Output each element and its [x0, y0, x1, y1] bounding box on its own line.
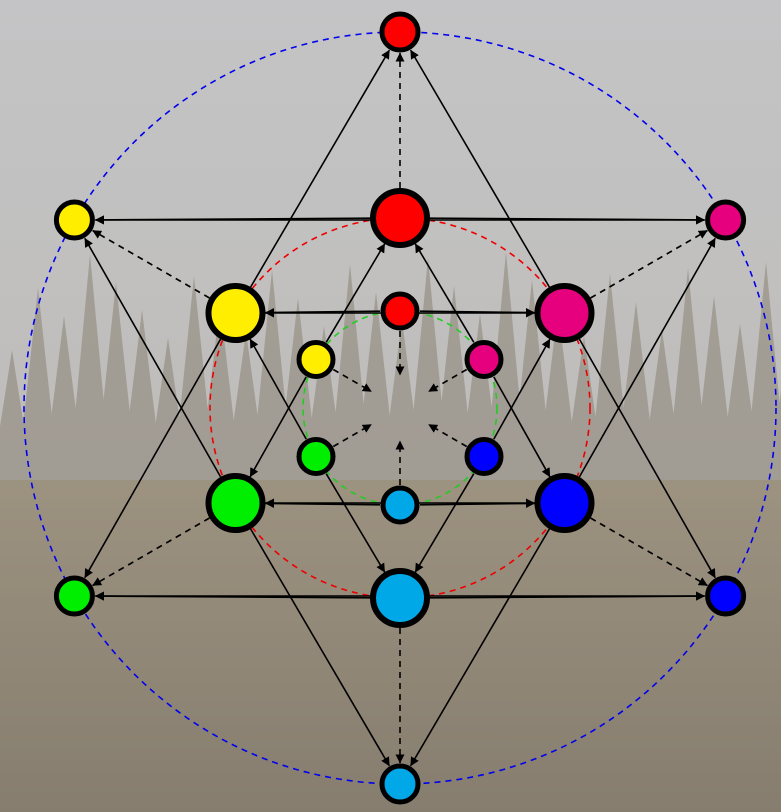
edge-mid-upper-right-to-out-lower-right	[579, 339, 715, 578]
middle-guide-ring	[210, 218, 590, 598]
edge-mid-upper-left-to-out-upper-left	[93, 231, 210, 299]
node-out-upper-right	[708, 202, 744, 238]
node-in-top	[383, 294, 417, 328]
node-out-top	[382, 14, 418, 50]
edge-mid-lower-right-to-out-upper-right	[579, 238, 715, 477]
node-mid-upper-right	[538, 286, 592, 340]
edge-in-upper-right-to-mid-top	[415, 244, 474, 342]
outer-guide-ring	[24, 32, 776, 784]
edge-mid-upper-left-to-out-lower-left	[85, 339, 221, 578]
edge-mid-lower-left-to-out-bottom	[251, 529, 390, 766]
node-mid-top	[373, 191, 427, 245]
node-out-bottom	[382, 766, 418, 802]
edge-mid-lower-right-to-out-lower-right	[591, 518, 708, 586]
node-mid-bottom	[373, 571, 427, 625]
node-mid-upper-left	[209, 286, 263, 340]
edge-mid-upper-right-to-out-upper-right	[591, 231, 708, 299]
edge-in-upper-left-to-mid-top	[326, 244, 385, 342]
node-out-upper-left	[56, 202, 92, 238]
edge-in-upper-left-to-center	[333, 370, 371, 392]
edge-mid-lower-left-to-out-lower-left	[93, 518, 210, 586]
node-out-lower-right	[708, 578, 744, 614]
node-in-upper-left	[299, 343, 333, 377]
node-out-lower-left	[56, 578, 92, 614]
edge-in-lower-left-to-mid-bottom	[326, 474, 385, 573]
node-in-bottom	[383, 488, 417, 522]
node-in-upper-right	[467, 343, 501, 377]
edge-in-lower-left-to-center	[333, 425, 371, 447]
edge-mid-upper-right-to-out-top	[411, 50, 550, 287]
edge-mid-lower-left-to-out-upper-left	[85, 238, 221, 477]
edge-in-lower-right-to-center	[429, 425, 467, 447]
node-mid-lower-left	[209, 476, 263, 530]
inner-guide-ring	[303, 311, 497, 505]
node-mid-lower-right	[538, 476, 592, 530]
edge-in-lower-right-to-mid-bottom	[415, 474, 474, 573]
guide-rings	[24, 32, 776, 784]
edge-mid-lower-right-to-out-bottom	[411, 529, 550, 766]
node-in-lower-right	[467, 440, 501, 474]
graph-edges	[85, 50, 715, 766]
edge-mid-upper-left-to-out-top	[251, 50, 390, 287]
node-in-lower-left	[299, 440, 333, 474]
edge-in-upper-right-to-center	[429, 370, 467, 392]
